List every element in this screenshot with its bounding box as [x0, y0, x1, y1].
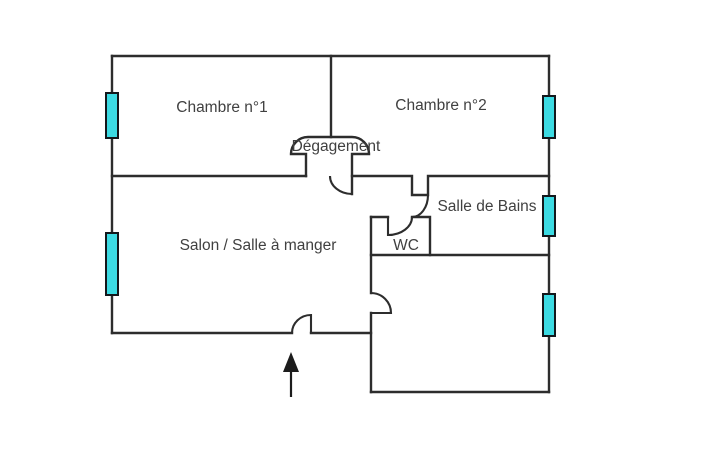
window-bathroom-right: [542, 195, 556, 237]
window-bedroom2-right: [542, 95, 556, 139]
windows: [105, 92, 556, 337]
door-arc-degagement-salon: [328, 175, 353, 196]
label-chambre1: Chambre n°1: [176, 99, 268, 116]
label-degagement: Dégagement: [292, 138, 381, 155]
window-kitchen-right: [542, 293, 556, 337]
door-arc-wc: [386, 216, 414, 237]
entrance-arrow-icon: [283, 352, 299, 397]
entrance-arrow-head: [283, 352, 299, 372]
label-chambre2: Chambre n°2: [395, 97, 487, 114]
door-arc-entrance: [290, 313, 313, 334]
door-arc-salle-de-bains: [411, 194, 430, 219]
window-bedroom1-left: [105, 92, 119, 139]
doors: [290, 175, 430, 334]
label-salon: Salon / Salle à manger: [180, 237, 337, 254]
label-wc: WC: [393, 237, 419, 254]
label-salle-de-bains: Salle de Bains: [437, 198, 536, 215]
room-labels: Chambre n°1 Chambre n°2 Dégagement Salon…: [176, 97, 537, 254]
window-salon-left: [105, 232, 119, 296]
degagement-cap-outline: [289, 135, 371, 196]
door-arc-kitchen: [370, 291, 393, 315]
mid-horizontal-wall: [110, 174, 551, 197]
